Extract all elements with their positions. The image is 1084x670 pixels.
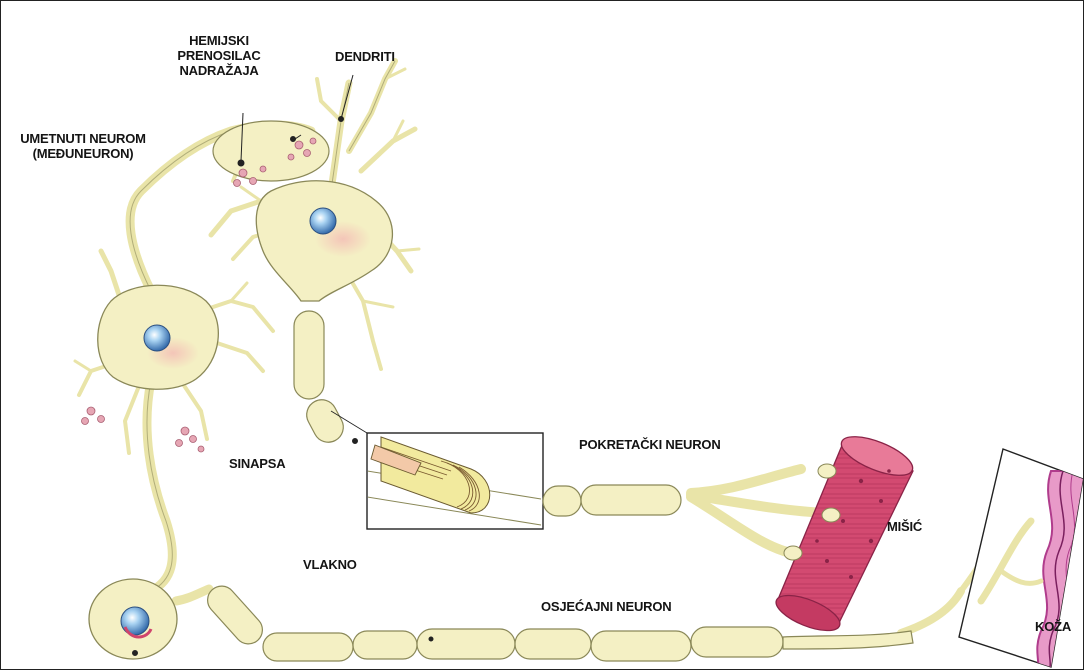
synapse-label: SINAPSA	[229, 456, 285, 471]
muscle-label: MIŠIĆ	[887, 519, 922, 534]
chemical-transmitter-line3: NADRAŽAJA	[167, 63, 271, 78]
motor-neuron-label: POKRETAČKI NEURON	[579, 437, 721, 452]
chemical-transmitter-line2: PRENOSILAC	[167, 48, 271, 63]
chemical-transmitter-label: HEMIJSKI PRENOSILAC NADRAŽAJA	[167, 33, 271, 78]
interneuron-label: UMETNUTI NEUROM (MEĐUNEURON)	[5, 131, 161, 161]
skin-label: KOŽA	[1035, 619, 1071, 634]
dendrites-label: DENDRITI	[335, 49, 395, 64]
interneuron-line2: (MEĐUNEURON)	[5, 146, 161, 161]
interneuron-line1: UMETNUTI NEUROM	[5, 131, 161, 146]
fiber-label: VLAKNO	[303, 557, 357, 572]
sensory-neuron-label: OSJEĆAJNI NEURON	[541, 599, 671, 614]
chemical-transmitter-line1: HEMIJSKI	[167, 33, 271, 48]
